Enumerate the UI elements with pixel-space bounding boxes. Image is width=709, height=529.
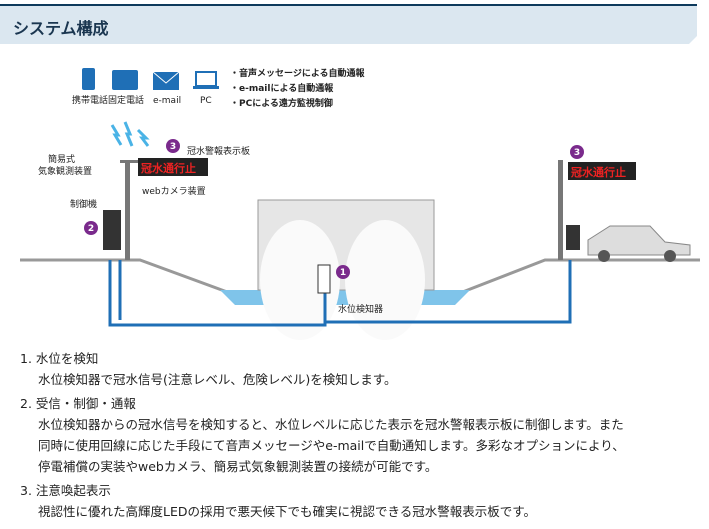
marker-circle bbox=[166, 139, 180, 153]
section-title: システム構成 bbox=[13, 19, 109, 38]
label-weather: 簡易式 bbox=[48, 153, 75, 165]
label-weather: 気象観測装置 bbox=[38, 165, 92, 177]
marker-3: 3 bbox=[574, 148, 580, 158]
item-title: 注意喚起表示 bbox=[35, 483, 111, 498]
marker-2: 2 bbox=[88, 224, 94, 234]
marker-3: 3 bbox=[170, 142, 176, 152]
steps-list: 1. 水位を検知 水位検知器で冠水信号(注意レベル、危険レベル)を検知します。 … bbox=[20, 348, 625, 525]
water bbox=[220, 290, 470, 305]
underpass-light bbox=[345, 220, 425, 340]
marker-circle bbox=[84, 221, 98, 235]
mobile-phone-icon bbox=[82, 68, 95, 90]
pole-arm-left bbox=[120, 160, 140, 163]
step-markers bbox=[84, 139, 584, 279]
pc-icon bbox=[195, 71, 217, 87]
marker-circle bbox=[570, 145, 584, 159]
control-box-left bbox=[103, 210, 121, 250]
system-diagram: 携帯電話 固定電話 e-mail PC ・音声メッセージによる自動通報 ・e-m… bbox=[20, 67, 700, 340]
feature: ・音声メッセージによる自動通報 bbox=[230, 67, 366, 79]
device-label: e-mail bbox=[153, 96, 181, 106]
device-label: PC bbox=[200, 96, 212, 106]
list-item: 1. 水位を検知 水位検知器で冠水信号(注意レベル、危険レベル)を検知します。 bbox=[20, 348, 625, 390]
item-body: 停電補償の実装やwebカメラ、簡易式気象観測装置の接続が可能です。 bbox=[38, 459, 438, 474]
feature: ・PCによる遠方監視制御 bbox=[230, 97, 333, 109]
item-body: 視認性に優れた高輝度LEDの採用で悪天候下でも確実に視認できる冠水警報表示板です… bbox=[38, 504, 536, 519]
car-wheel-icon bbox=[664, 250, 676, 262]
water-sensor bbox=[317, 264, 331, 294]
email-icon bbox=[153, 72, 179, 90]
item-title: 受信・制御・通報 bbox=[35, 396, 136, 411]
label-board: 冠水警報表示板 bbox=[187, 145, 250, 157]
corner-cut bbox=[685, 36, 697, 48]
item-number: 3. bbox=[20, 483, 32, 498]
wireless-signal-icon bbox=[110, 121, 150, 147]
item-number: 2. bbox=[20, 396, 32, 411]
pole-right bbox=[558, 160, 563, 260]
list-item: 3. 注意喚起表示 視認性に優れた高輝度LEDの採用で悪天候下でも確実に視認でき… bbox=[20, 480, 625, 522]
item-title: 水位を検知 bbox=[35, 351, 99, 366]
control-box-right bbox=[566, 225, 580, 250]
underpass-light bbox=[260, 220, 340, 340]
marker-1: 1 bbox=[340, 268, 346, 278]
warning-board-left bbox=[138, 158, 208, 176]
item-body: 水位検知器からの冠水信号を検知すると、水位レベルに応じた表示を冠水警報表示板に制… bbox=[38, 417, 624, 432]
device-label: 携帯電話 bbox=[72, 94, 108, 106]
device-label: 固定電話 bbox=[108, 94, 144, 106]
pc-icon-base bbox=[193, 86, 219, 89]
item-body: 水位検知器で冠水信号(注意レベル、危険レベル)を検知します。 bbox=[38, 372, 397, 387]
pole-left bbox=[125, 160, 130, 260]
sign-text: 冠水通行止 bbox=[571, 165, 626, 179]
label-camera: webカメラ装置 bbox=[142, 185, 206, 197]
sign-text: 冠水通行止 bbox=[141, 161, 196, 175]
section-header: システム構成 bbox=[0, 4, 697, 48]
warning-board-right bbox=[568, 162, 636, 180]
cable bbox=[108, 260, 572, 327]
item-body: 同時に使用回線に応じた手段にて音声メッセージやe-mailで自動通知します。多彩… bbox=[38, 438, 625, 453]
marker-circle bbox=[336, 265, 350, 279]
item-number: 1. bbox=[20, 351, 32, 366]
car-wheel-icon bbox=[598, 250, 610, 262]
car-icon bbox=[587, 225, 691, 256]
landline-phone-icon bbox=[112, 70, 138, 90]
label-controller: 制御機 bbox=[70, 198, 97, 210]
list-item: 2. 受信・制御・通報 水位検知器からの冠水信号を検知すると、水位レベルに応じた… bbox=[20, 393, 625, 477]
label-sensor: 水位検知器 bbox=[338, 303, 383, 315]
device-icons bbox=[82, 68, 219, 90]
feature: ・e-mailによる自動通報 bbox=[230, 82, 334, 94]
email-icon-flap bbox=[152, 71, 180, 84]
